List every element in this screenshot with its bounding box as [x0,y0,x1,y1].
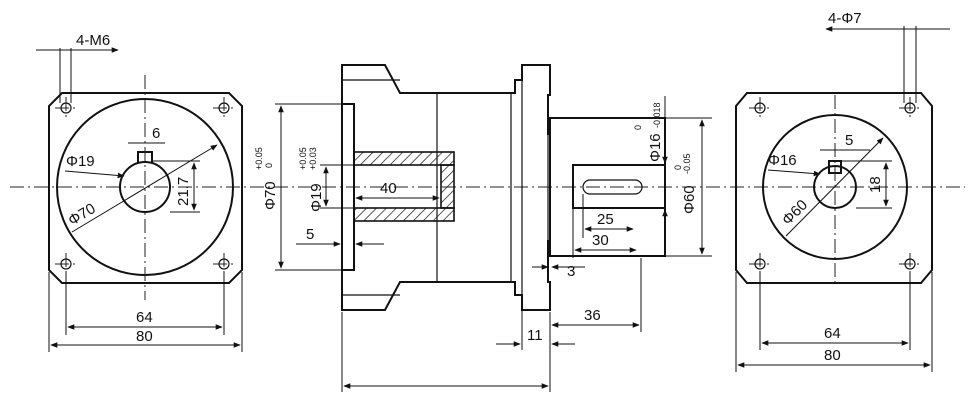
section-bore-depth: 40 [380,180,397,197]
left-flange-width: 80 [136,328,153,345]
output-key-length: 25 [597,211,614,228]
section-spigot-tol-upper: +0.05 [254,147,264,170]
section-spigot-tol-lower: 0 [264,163,274,168]
bore-hatch-end [440,164,455,209]
right-flange-width: 80 [824,347,841,364]
right-hole-callout: 4-Φ7 [828,10,862,27]
left-flange-view: 4-M6 6 Φ19 Φ70 21.7 64 80 [36,32,243,352]
section-view: Φ70 +0.05 0 Φ19 +0.05 +0.03 40 5 [254,64,551,392]
output-pilot-tol-upper: 0 [673,165,683,170]
left-shaft-dia: Φ19 [66,153,95,170]
output-total-length: 36 [584,307,601,324]
left-phi70-diagonal [71,144,218,233]
right-phi16-leader [767,169,821,177]
section-spigot-depth: 5 [306,226,314,243]
left-shaft-bore [119,161,171,213]
input-spigot-plate [341,103,355,271]
left-key-width: 6 [152,125,160,142]
left-key-height: 21.7 [175,177,192,206]
left-flange-outline [48,92,243,284]
right-phi60-diagonal [785,137,884,237]
output-shaft-tol-lower: -0.018 [652,102,662,128]
right-key-height: 18 [867,176,884,193]
output-shaft [572,164,666,209]
output-pilot-height: 3 [567,263,575,280]
output-shaft-view: Φ16 0 -0.018 Φ60 0 -0.05 25 30 3 36 11 [496,96,712,350]
output-flange-thickness: 11 [527,327,543,344]
output-shaft-tol-upper: 0 [633,125,643,130]
section-bore-dia: Φ19 [308,183,325,212]
bore-hatch-top [353,151,455,166]
left-phi19-leader [64,170,125,179]
output-pilot-tol-lower: -0.05 [682,153,692,174]
right-bolt-spacing: 64 [824,325,841,342]
section-bore-tol-lower: +0.03 [308,147,318,170]
left-thread-callout: 4-M6 [76,32,110,49]
left-bolt-spacing: 64 [136,309,153,326]
body-bottom-profile [341,240,551,311]
output-shaft-dia: Φ16 [647,133,664,162]
right-flange-outline [735,92,933,284]
right-pilot-dia: Φ60 [779,197,811,229]
output-shaft-length: 30 [592,232,609,249]
right-shaft-dia: Φ16 [768,152,797,169]
output-pilot-dia: Φ60 [681,185,698,214]
body-top-profile [341,64,551,135]
section-bore-tol-upper: +0.05 [298,147,308,170]
right-flange-view: 4-Φ7 5 Φ16 18 Φ60 64 80 [735,10,950,372]
right-shaft-circle [813,165,857,209]
bore-hatch-bottom [353,207,455,222]
left-pitch-circle-label: Φ70 [65,200,98,229]
right-key-width: 5 [845,132,853,149]
section-spigot-dia: Φ70 [262,181,279,210]
output-keyway [582,179,643,195]
